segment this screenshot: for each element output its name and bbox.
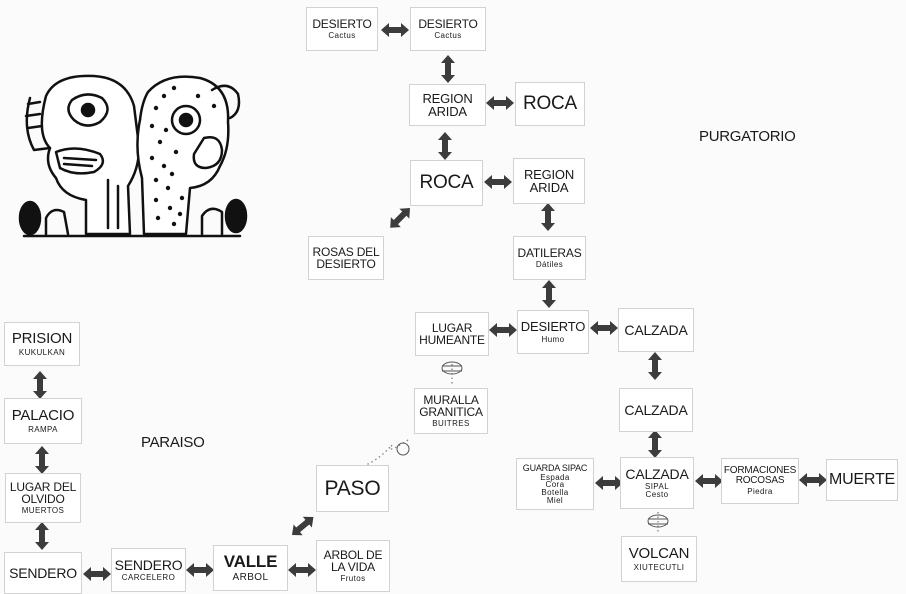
node-label: CALZADA: [624, 401, 688, 418]
node-sendero-carcelero: SENDERO CARCELERO: [111, 548, 186, 592]
node-sublabel: XIUTECUTLI: [633, 562, 685, 572]
node-rosas-del-desierto: ROSAS DEL DESIERTO: [308, 236, 384, 280]
node-sublabel: Espada Cora Botella Miel: [540, 472, 570, 505]
node-sublabel: RAMPA: [28, 424, 58, 434]
double-arrow-diagonal: [292, 516, 314, 536]
node-lugar-humeante: LUGAR HUMEANTE: [415, 312, 489, 356]
region-title-paraiso: PARAISO: [141, 434, 205, 451]
node-label: REGION ARIDA: [523, 166, 575, 195]
double-arrow-vertical: [33, 371, 47, 399]
node-label: SENDERO: [114, 556, 183, 573]
double-arrow-horizontal: [381, 23, 409, 37]
node-volcan: VOLCAN XIUTECUTLI: [621, 536, 697, 582]
node-guarda-sipac: GUARDA SIPAC Espada Cora Botella Miel: [516, 458, 594, 510]
double-arrow-horizontal: [288, 563, 316, 577]
node-paso: PASO: [316, 465, 389, 512]
node-label: LUGAR HUMEANTE: [419, 320, 485, 347]
node-sublabel: Dátiles: [535, 260, 564, 270]
node-label: DESIERTO: [312, 16, 372, 31]
region-title-purgatorio: PURGATORIO: [699, 128, 796, 145]
node-label: DESIERTO: [520, 319, 586, 335]
node-sendero: SENDERO: [4, 552, 82, 594]
node-arbol-de-la-vida: ARBOL DE LA VIDA Frutos: [316, 540, 390, 592]
double-arrow-horizontal: [83, 567, 111, 581]
node-sublabel: ARBOL: [232, 571, 269, 583]
double-arrow-horizontal: [186, 563, 214, 577]
double-arrow-vertical: [441, 55, 455, 83]
node-label: ARBOL DE LA VIDA: [323, 547, 383, 574]
node-sublabel: KUKULKAN: [18, 347, 66, 357]
node-sublabel: Piedra: [747, 487, 773, 497]
node-label: PRISION: [11, 330, 73, 348]
node-label: ROCA: [419, 172, 474, 194]
double-arrow-vertical: [541, 203, 555, 231]
double-arrow-vertical: [648, 352, 662, 380]
double-arrow-vertical: [648, 430, 662, 458]
node-region-arida: REGION ARIDA: [409, 84, 486, 126]
node-muerte: MUERTE: [826, 459, 898, 501]
node-sublabel: CARCELERO: [121, 573, 176, 583]
node-label: ROCA: [522, 93, 578, 115]
node-label: DATILERAS: [517, 245, 582, 260]
node-label: SENDERO: [9, 564, 77, 581]
node-lugar-del-olvido: LUGAR DEL OLVIDO MUERTOS: [5, 473, 81, 523]
node-sublabel: Frutos: [340, 574, 366, 584]
crossing-marks: [396, 361, 669, 528]
node-label: LUGAR DEL OLVIDO: [9, 479, 77, 506]
node-sublabel: Humo: [541, 334, 565, 344]
node-desierto-cactus: DESIERTO Cactus: [306, 7, 378, 51]
mayan-glyph-illustration: [18, 74, 248, 238]
double-arrow-horizontal: [484, 175, 512, 189]
node-label: GUARDA SIPAC: [522, 462, 588, 473]
node-calzada-sipal: CALZADA SIPAL Cesto: [620, 457, 694, 509]
node-label: ROSAS DEL DESIERTO: [312, 244, 380, 271]
node-roca: ROCA: [515, 82, 585, 126]
node-desierto-cactus: DESIERTO Cactus: [410, 7, 486, 51]
node-calzada: CALZADA: [619, 388, 693, 432]
node-label: FORMACIONES ROCOSAS: [723, 464, 797, 486]
node-label: CALZADA: [625, 465, 689, 482]
node-datileras: DATILERAS Dátiles: [513, 236, 586, 280]
node-sublabel: BUITRES: [432, 419, 470, 429]
double-arrow-horizontal: [595, 476, 623, 490]
double-arrow-vertical: [438, 132, 452, 160]
dotted-connectors: [341, 364, 659, 532]
node-sublabel: Cactus: [434, 31, 462, 41]
node-calzada: CALZADA: [618, 308, 694, 352]
node-muralla-granitica: MURALLA GRANITICA BUITRES: [414, 388, 488, 434]
node-sublabel: SIPAL Cesto: [644, 481, 670, 500]
double-arrow-vertical: [542, 280, 556, 308]
node-label: VOLCAN: [628, 545, 690, 563]
double-arrow-horizontal: [695, 474, 723, 488]
double-arrow-horizontal: [799, 473, 827, 487]
node-label: VALLE: [223, 552, 278, 572]
node-valle: VALLE ARBOL: [213, 545, 288, 591]
node-desierto-humo: DESIERTO Humo: [517, 310, 589, 354]
node-formaciones-rocosas: FORMACIONES ROCOSAS Piedra: [721, 458, 799, 504]
double-arrow-diagonal: [390, 208, 410, 228]
node-palacio: PALACIO RAMPA: [4, 398, 82, 444]
node-region-arida: REGION ARIDA: [513, 158, 585, 204]
double-arrow-vertical: [35, 522, 49, 550]
node-label: PALACIO: [11, 407, 75, 425]
node-roca: ROCA: [410, 160, 483, 206]
node-sublabel: MUERTOS: [21, 506, 65, 516]
node-label: PASO: [324, 476, 381, 500]
double-arrow-horizontal: [486, 96, 514, 110]
node-sublabel: Cactus: [328, 31, 356, 41]
node-label: DESIERTO: [418, 16, 478, 31]
node-label: CALZADA: [624, 321, 688, 338]
node-prision: PRISION KUKULKAN: [4, 322, 80, 366]
double-arrow-horizontal: [489, 323, 517, 337]
double-arrow-vertical: [35, 446, 49, 474]
double-arrow-horizontal: [590, 321, 618, 335]
node-label: REGION ARIDA: [422, 90, 473, 119]
node-label: MURALLA GRANITICA: [419, 392, 483, 419]
node-label: MUERTE: [828, 470, 896, 488]
